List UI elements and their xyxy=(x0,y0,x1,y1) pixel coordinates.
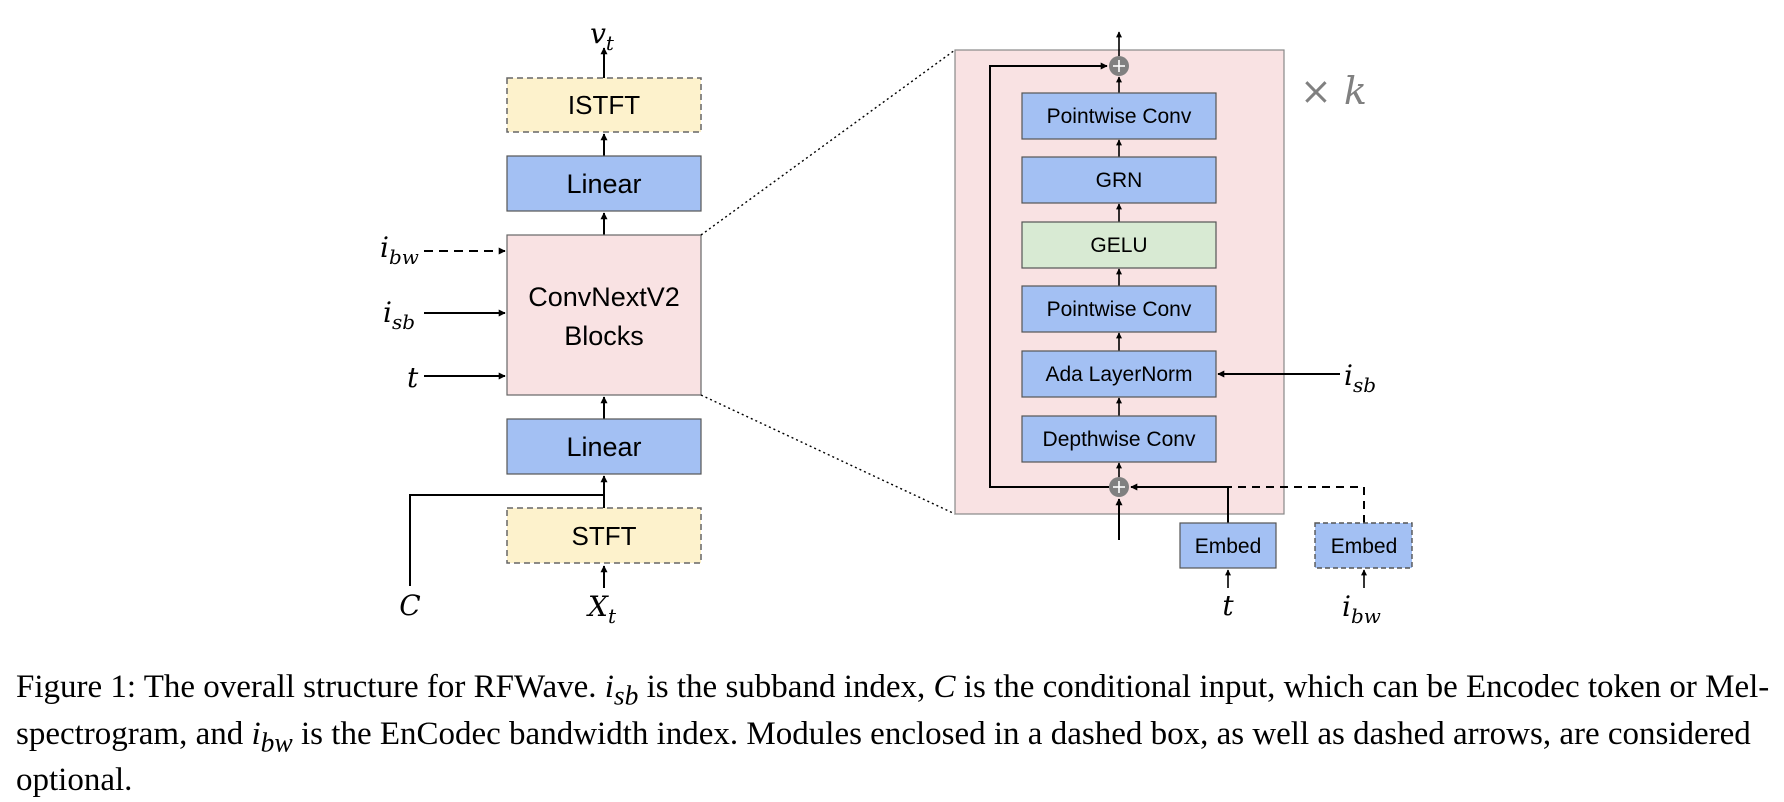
caption-isb: isb xyxy=(604,669,639,711)
layer-pointwise-conv-top: Pointwise Conv xyxy=(1021,92,1217,140)
zoom-line-bottom xyxy=(700,394,956,515)
linear-bottom-label: Linear xyxy=(566,432,641,462)
layer-depthwise-conv: Depthwise Conv xyxy=(1021,415,1217,463)
input-c-label: C xyxy=(399,589,420,622)
figure-caption: Figure 1: The overall structure for RFWa… xyxy=(16,668,1776,799)
side-isb-label: isb xyxy=(383,296,415,334)
convnext-label-line1: ConvNextV2 xyxy=(528,282,680,312)
caption-part2: is the conditional input, which can be E… xyxy=(16,669,1770,752)
top-add-node xyxy=(1109,56,1129,76)
block-isb-label: isb xyxy=(1344,359,1376,397)
block-t-label: t xyxy=(1222,589,1234,622)
repeat-k-label: × k xyxy=(1300,69,1367,113)
layer-label: Ada LayerNorm xyxy=(1045,363,1192,386)
residual-connection xyxy=(989,62,1109,488)
layer-label: GELU xyxy=(1090,234,1147,257)
side-t-label: t xyxy=(407,361,419,394)
input-x-label: Xt xyxy=(586,590,617,628)
embed-t-label: Embed xyxy=(1195,535,1262,558)
linear-bottom-box: Linear xyxy=(506,418,702,475)
istft-box: ISTFT xyxy=(506,77,702,133)
layer-pointwise-conv-bottom: Pointwise Conv xyxy=(1021,285,1217,333)
rfwave-diagram: vt ISTFT Linear ConvNextV2 Blocks Linear xyxy=(380,17,1413,628)
embed-ibw-box: Embed xyxy=(1314,522,1413,569)
embed-t-box: Embed xyxy=(1179,522,1277,569)
linear-top-box: Linear xyxy=(506,155,702,212)
caption-part1: is the subband index, xyxy=(646,669,926,705)
zoom-line-top xyxy=(700,49,956,236)
layer-gelu: GELU xyxy=(1021,221,1217,269)
block-ibw-label: ibw xyxy=(1342,590,1381,628)
layer-label: Pointwise Conv xyxy=(1047,298,1192,321)
caption-c: C xyxy=(933,669,956,705)
bottom-add-node xyxy=(1109,477,1129,497)
caption-part3: is the EnCodec bandwidth index. Modules … xyxy=(16,715,1751,799)
stft-label: STFT xyxy=(572,521,637,551)
output-label: vt xyxy=(590,17,615,55)
layer-label: GRN xyxy=(1096,169,1143,192)
caption-ibw: ibw xyxy=(251,715,293,758)
convnext-block-detail: × k Pointwise Conv GRN GELU Pointwise xyxy=(954,31,1413,628)
linear-top-label: Linear xyxy=(566,169,641,199)
side-ibw-label: ibw xyxy=(380,231,419,269)
left-pipeline: vt ISTFT Linear ConvNextV2 Blocks Linear xyxy=(380,17,702,628)
layer-label: Depthwise Conv xyxy=(1043,428,1196,451)
layer-grn: GRN xyxy=(1021,156,1217,204)
layer-ada-layernorm: Ada LayerNorm xyxy=(1021,350,1217,398)
convnext-blocks-box: ConvNextV2 Blocks xyxy=(506,234,702,396)
embed-ibw-label: Embed xyxy=(1331,535,1398,558)
caption-fig: Figure 1: The overall structure for RFWa… xyxy=(16,669,597,705)
istft-label: ISTFT xyxy=(568,90,640,120)
layer-label: Pointwise Conv xyxy=(1047,105,1192,128)
convnext-label-line2: Blocks xyxy=(564,321,644,351)
stft-box: STFT xyxy=(506,507,702,564)
